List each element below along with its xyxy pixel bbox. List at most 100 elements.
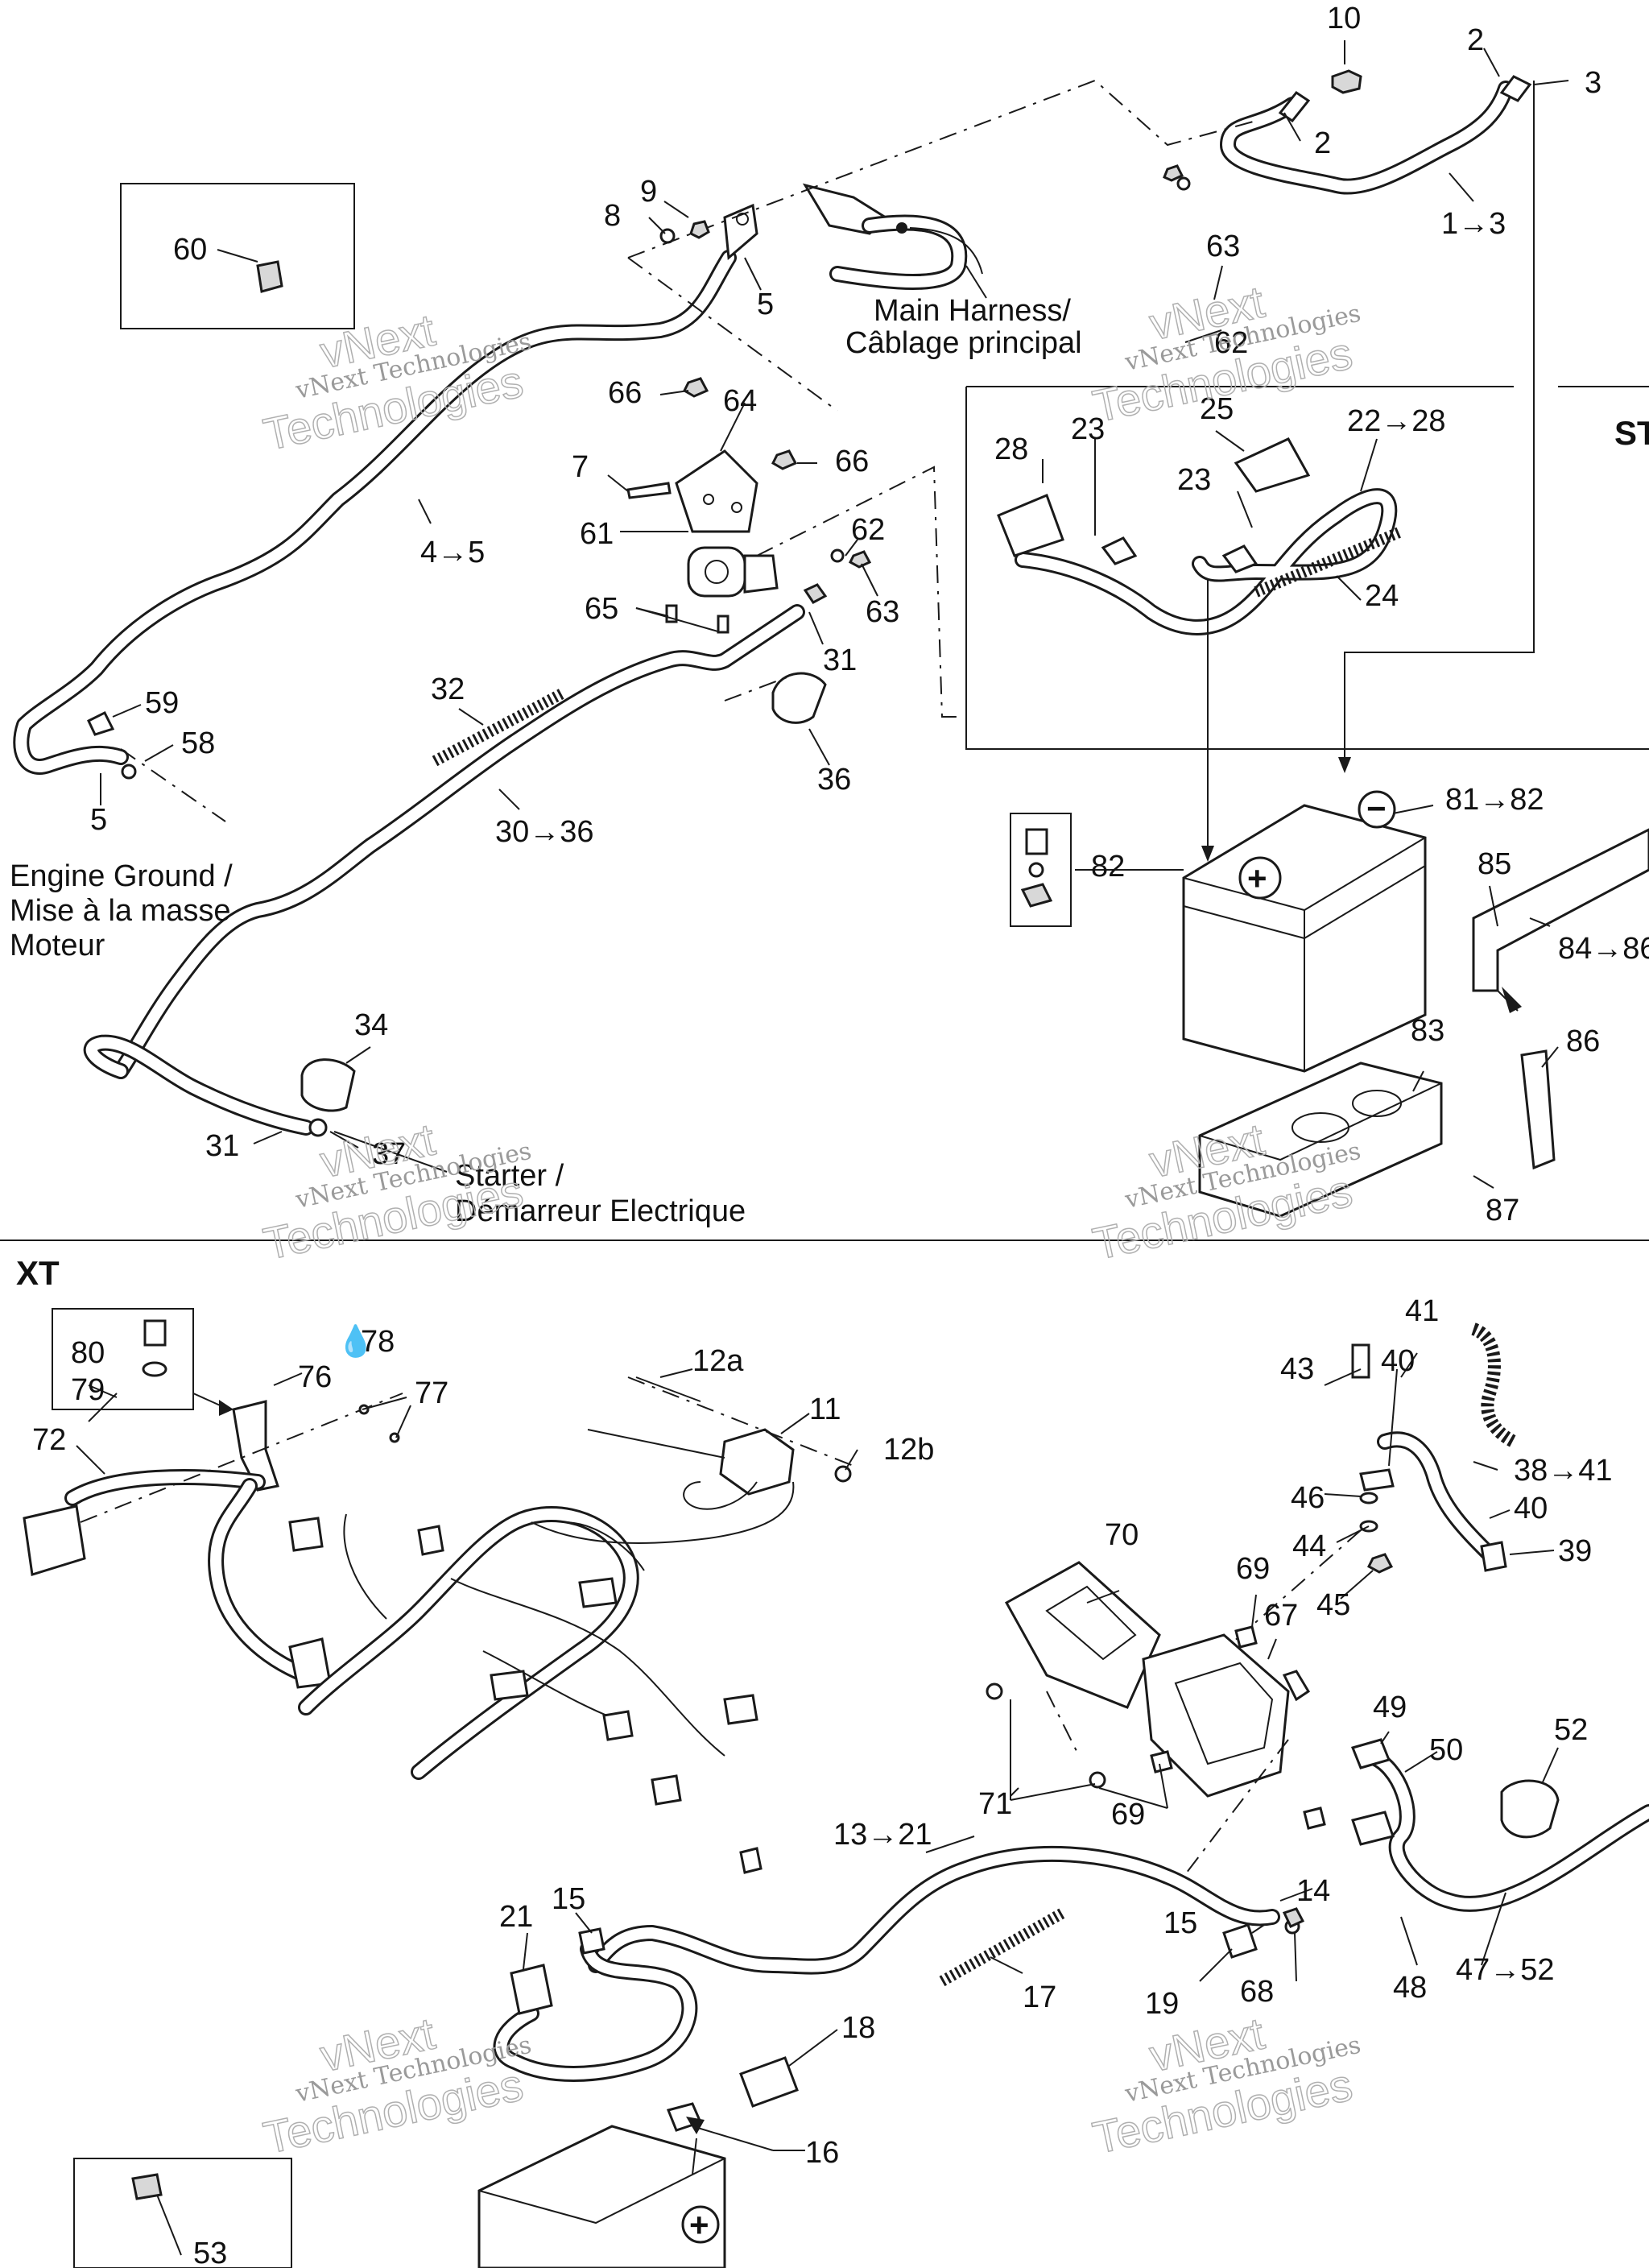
label-85: 85 (1477, 847, 1511, 881)
label-10: 10 (1327, 2, 1361, 35)
label-17: 17 (1023, 1980, 1056, 2014)
bracket-64 (675, 449, 758, 533)
label-37: 37 (372, 1137, 406, 1171)
label-48: 48 (1393, 1971, 1427, 2005)
wiring-harness (288, 1506, 763, 1874)
label-78: 78 (361, 1325, 395, 1359)
tray-83 (1198, 1062, 1443, 1218)
label-18: 18 (841, 2011, 875, 2045)
label-61: 61 (580, 517, 614, 551)
cable-30-to-36 (83, 604, 805, 1136)
label-65: 65 (585, 592, 618, 626)
label-16: 16 (805, 2136, 839, 2170)
label-31-a: 31 (823, 644, 857, 677)
label-24: 24 (1365, 579, 1399, 613)
label-68: 68 (1240, 1975, 1274, 2009)
label-31-b: 31 (205, 1129, 239, 1163)
label-40-a: 40 (1381, 1344, 1415, 1378)
label-leaders (76, 40, 1569, 2256)
regulator-67 (1142, 1633, 1311, 1798)
label-12a: 12a (692, 1344, 744, 1378)
boot-36 (771, 672, 827, 724)
label-4-to-5: 4→5 (420, 536, 485, 569)
label-9: 9 (640, 175, 657, 209)
label-ground-1: Engine Ground / (10, 859, 233, 893)
label-63-mid: 63 (866, 595, 899, 629)
watermark-6: vNext vNext Technologies Technologies (1088, 2007, 1363, 2164)
mount-70 (1004, 1561, 1161, 1709)
label-84-to-86: 84→86 (1558, 932, 1649, 966)
fasteners-top (87, 164, 1191, 1137)
label-58: 58 (181, 726, 215, 760)
label-8: 8 (604, 199, 621, 233)
label-69-b: 69 (1111, 1798, 1145, 1831)
label-14: 14 (1296, 1874, 1330, 1908)
label-67: 67 (1264, 1599, 1298, 1633)
label-44: 44 (1292, 1529, 1326, 1563)
label-7: 7 (572, 450, 589, 484)
boot-25 (1234, 437, 1311, 493)
leader-lines-top (120, 79, 1257, 822)
label-ground-2: Mise à la masse (10, 894, 231, 928)
label-69-a: 69 (1236, 1552, 1270, 1586)
label-11: 11 (809, 1393, 841, 1426)
label-36: 36 (817, 763, 851, 797)
label-harness-fr: Câblage principal (845, 326, 1082, 360)
label-30-to-36: 30→36 (495, 815, 594, 849)
inset-82 (1010, 813, 1072, 927)
callout-labels: 10 2 3 2 1→3 9 8 5 Main Harness/ Câblage… (10, 2, 1649, 2268)
label-71: 71 (978, 1787, 1012, 1821)
label-starter-1: Starter / (455, 1159, 564, 1193)
label-39: 39 (1558, 1534, 1592, 1568)
cable-1-to-3 (1220, 69, 1532, 195)
label-46: 46 (1291, 1481, 1325, 1515)
label-72: 72 (32, 1423, 66, 1457)
label-62-mid: 62 (851, 513, 885, 547)
label-st: ST (1614, 414, 1649, 452)
st-arrows (1201, 81, 1535, 862)
label-5-top: 5 (757, 288, 774, 321)
boot-28 (997, 494, 1064, 557)
sleeve-32 (432, 687, 567, 767)
label-83: 83 (1411, 1014, 1444, 1048)
label-78-symbol: 💧 (337, 1323, 374, 1359)
watermarks: vNext vNext Technologies Technologies vN… (258, 275, 1363, 2164)
svg-text:+: + (1247, 859, 1267, 897)
svg-text:+: + (689, 2206, 709, 2244)
label-59: 59 (145, 686, 179, 720)
label-15-left: 15 (552, 1882, 585, 1916)
label-86: 86 (1566, 1024, 1600, 1058)
label-21: 21 (499, 1900, 533, 1934)
boot-21 (510, 1964, 553, 2015)
cable-15 (493, 1927, 703, 2132)
label-23-a: 23 (1071, 412, 1105, 446)
label-64: 64 (723, 384, 757, 418)
label-49: 49 (1373, 1691, 1407, 1724)
label-62-top: 62 (1214, 326, 1248, 360)
label-13-to-21: 13→21 (833, 1818, 932, 1852)
leader-lines-bottom (80, 1376, 1362, 1877)
watermark-5: vNext vNext Technologies Technologies (258, 2007, 534, 2164)
label-harness-en: Main Harness/ (874, 294, 1071, 328)
label-34: 34 (354, 1008, 388, 1042)
label-3: 3 (1585, 66, 1601, 100)
terminal-5 (723, 203, 758, 261)
label-70: 70 (1105, 1518, 1139, 1552)
label-28: 28 (994, 432, 1028, 466)
label-38-to-41: 38→41 (1514, 1454, 1613, 1488)
label-82: 82 (1091, 850, 1125, 884)
label-23-b: 23 (1177, 463, 1211, 497)
strap-84 (1472, 828, 1649, 992)
label-12b: 12b (883, 1433, 934, 1467)
label-25: 25 (1200, 392, 1234, 426)
label-xt: XT (16, 1254, 60, 1292)
boot-34 (300, 1058, 356, 1112)
label-22-to-28: 22→28 (1347, 404, 1446, 438)
harness-72 (23, 1469, 332, 1689)
label-45: 45 (1316, 1588, 1350, 1622)
label-79: 79 (71, 1373, 105, 1407)
inset-53 (73, 2158, 292, 2268)
svg-text:−: − (1366, 789, 1387, 827)
cable-47-to-52 (1350, 1738, 1649, 1912)
label-2-mid: 2 (1314, 126, 1331, 160)
